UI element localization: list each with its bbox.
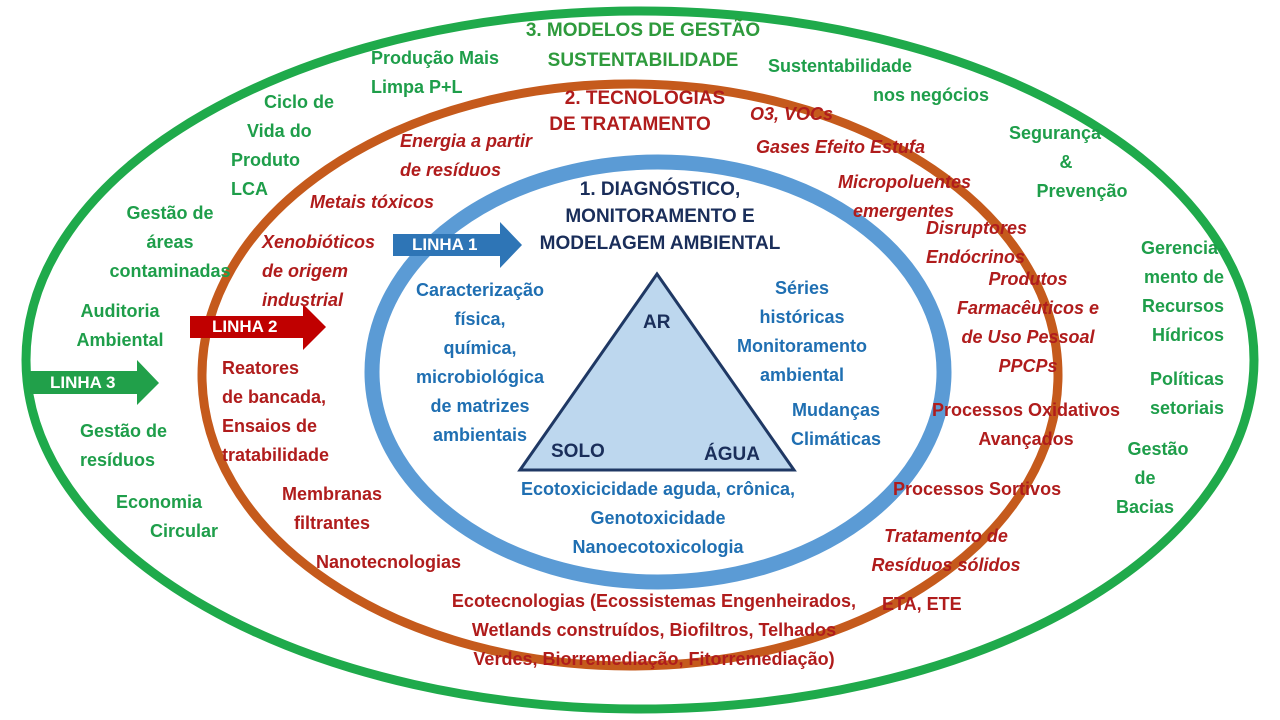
ring2-item-gases: Gases Efeito Estufa [756,137,926,157]
linha2-label: LINHA 2 [212,317,278,336]
triangle-label-solo: SOLO [551,441,605,462]
ring3-item-seguranca: Segurança&Prevenção [1008,123,1128,201]
ring2-item-sortivos: Processos Sortivos [893,479,1062,499]
linha1-arrow [393,222,522,268]
ring2-item-eta-ete: ETA, ETE [882,594,962,614]
ring2-item-ecotecnologias: Ecotecnologias (Ecossistemas Engenheirad… [451,591,857,669]
ring2-item-o3-vocs: O3, VOCs [750,104,834,124]
linha3-arrow [30,360,159,405]
triangle-label-agua: ÁGUA [704,444,760,465]
inner-ring-linha1 [364,154,952,590]
linha2-arrow [190,304,326,350]
ring2-item-metais: Metais tóxicos [310,192,435,212]
env-matrix-triangle [517,271,797,472]
ring1-item-ecotox: Ecotoxicicidade aguda, crônica,Genotoxic… [520,479,796,557]
linha3-label: LINHA 3 [50,373,116,392]
middle-ring-linha2 [197,79,1063,671]
linha1-label: LINHA 1 [412,235,478,254]
ring2-item-nanotecnologias: Nanotecnologias [316,552,462,572]
outer-ring-linha3 [21,6,1259,714]
triangle-label-ar: AR [643,312,671,333]
